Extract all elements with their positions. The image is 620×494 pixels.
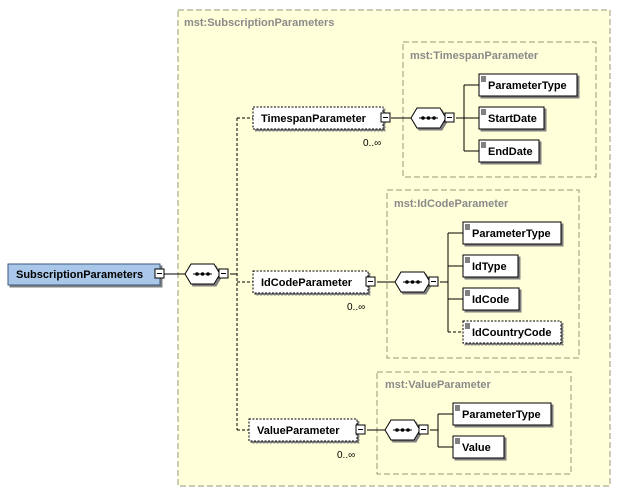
child-element-label: EndDate (488, 146, 533, 158)
branch-element-value[interactable]: ValueParameter 0..∞ (248, 418, 366, 461)
sequence-compositor-icon[interactable] (384, 419, 429, 441)
element-icon (455, 438, 460, 444)
type-label-timespan: mst:TimespanParameter (410, 50, 539, 62)
occurrence-value: 0..∞ (337, 450, 355, 461)
child-element-label: IdType (472, 261, 507, 273)
child-element-idcode-idtype[interactable]: IdType (462, 254, 519, 278)
element-icon (465, 290, 470, 296)
type-label-idcode: mst:IdCodeParameter (394, 198, 509, 210)
child-element-idcode-parametertype[interactable]: ParameterType (462, 221, 562, 245)
sequence-compositor-icon[interactable] (410, 107, 455, 129)
child-element-label: IdCode (472, 294, 509, 306)
element-icon (481, 76, 486, 82)
sequence-compositor-icon[interactable] (184, 263, 229, 285)
child-element-label: IdCountryCode (472, 327, 551, 339)
child-element-label: StartDate (488, 113, 537, 125)
element-icon (465, 257, 470, 263)
child-element-value-value[interactable]: Value (452, 435, 505, 459)
branch-element-timespan-label: TimespanParameter (261, 113, 367, 125)
child-element-label: ParameterType (472, 228, 551, 240)
type-label-value: mst:ValueParameter (385, 379, 491, 391)
collapse-minus-icon[interactable] (154, 268, 165, 279)
root-element[interactable]: SubscriptionParameters (7, 263, 161, 286)
occurrence-idcode: 0..∞ (347, 302, 365, 313)
child-element-timespan-startdate[interactable]: StartDate (478, 106, 545, 130)
element-icon (481, 142, 486, 148)
element-icon (455, 405, 460, 411)
type-box-idcode: mst:IdCodeParameter (386, 189, 580, 359)
outer-type-label: mst:SubscriptionParameters (184, 17, 334, 29)
child-element-idcode-idcode[interactable]: IdCode (462, 287, 520, 311)
child-element-idcode-idcountrycode[interactable]: IdCountryCode (462, 320, 562, 344)
child-element-timespan-enddate[interactable]: EndDate (478, 139, 540, 163)
element-icon (465, 323, 470, 329)
child-element-label: ParameterType (488, 80, 567, 92)
branch-element-timespan[interactable]: TimespanParameter 0..∞ (252, 106, 391, 149)
occurrence-timespan: 0..∞ (363, 138, 381, 149)
child-element-value-parametertype[interactable]: ParameterType (452, 402, 552, 426)
child-element-label: Value (462, 442, 491, 454)
root-element-label: SubscriptionParameters (16, 269, 143, 281)
type-box-value: mst:ValueParameter (376, 371, 572, 475)
branch-element-value-label: ValueParameter (257, 425, 340, 437)
element-icon (465, 224, 470, 230)
child-element-timespan-parametertype[interactable]: ParameterType (478, 73, 578, 97)
child-element-label: ParameterType (462, 409, 541, 421)
connector-lines (161, 84, 479, 448)
branch-element-idcode-label: IdCodeParameter (261, 277, 353, 289)
sequence-compositor-icon[interactable] (394, 271, 439, 293)
type-box-timespan: mst:TimespanParameter (402, 41, 597, 178)
branch-element-idcode[interactable]: IdCodeParameter 0..∞ (252, 270, 376, 313)
element-icon (481, 109, 486, 115)
